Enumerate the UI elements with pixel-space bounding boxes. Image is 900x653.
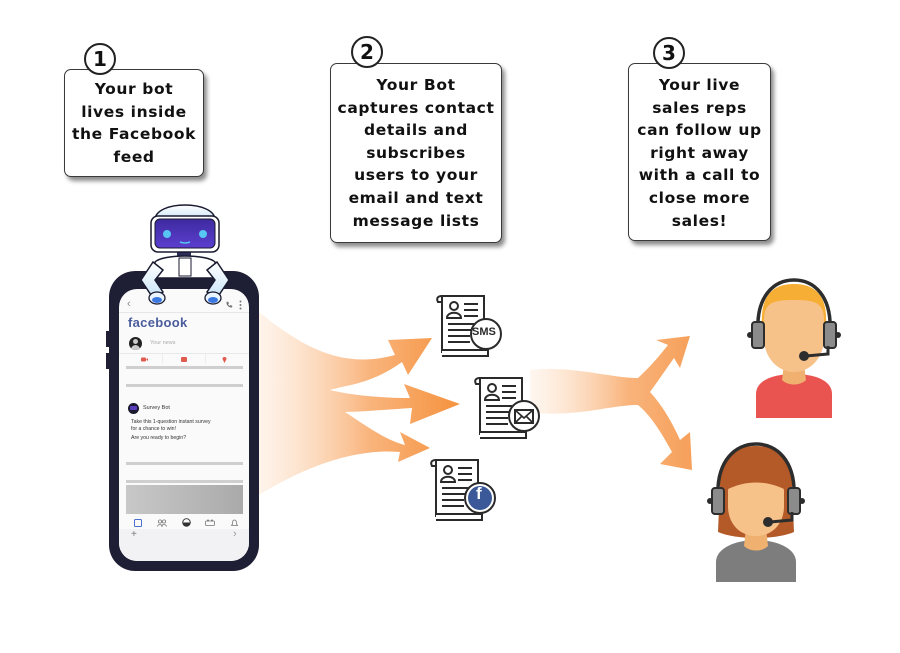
step-3-line: sales! bbox=[671, 211, 728, 230]
step-3-line: Your live bbox=[658, 76, 741, 94]
home-icon[interactable] bbox=[134, 519, 142, 527]
step-2-line: details and bbox=[364, 121, 468, 140]
email-document-icon bbox=[474, 377, 540, 439]
sms-document-icon bbox=[436, 295, 502, 357]
post-message: Take this 1-question instant survey bbox=[131, 419, 211, 425]
step-3-box: Your live sales reps can follow up right… bbox=[628, 63, 771, 241]
step-2-line: Your Bot bbox=[376, 76, 456, 94]
feed-separator bbox=[126, 462, 243, 465]
facebook-badge-label: f bbox=[476, 484, 482, 503]
header-divider bbox=[119, 312, 249, 313]
robot-eye bbox=[199, 230, 207, 238]
step-1-line: Your bot bbox=[94, 80, 174, 98]
input-bar bbox=[119, 529, 249, 561]
step-1-box: Your bot lives inside the Facebook feed bbox=[64, 69, 204, 177]
step-1-line: feed bbox=[113, 147, 155, 166]
composer-divider bbox=[119, 353, 249, 354]
step-3-line: can follow up bbox=[637, 121, 762, 140]
robot-right-arm bbox=[205, 260, 230, 300]
location-icon[interactable] bbox=[222, 356, 227, 363]
robot-left-arm bbox=[140, 260, 165, 300]
profile-icon[interactable] bbox=[182, 518, 191, 527]
step-3-line: close more bbox=[648, 188, 751, 207]
video-icon[interactable] bbox=[141, 357, 148, 362]
arrow-to-reps bbox=[530, 336, 692, 470]
bot-avatar bbox=[128, 403, 139, 414]
avatar bbox=[129, 337, 142, 350]
more-icon[interactable] bbox=[239, 300, 242, 310]
step-2-line: message lists bbox=[352, 211, 480, 230]
feed-separator bbox=[126, 480, 243, 483]
facebook-document-icon bbox=[430, 459, 496, 521]
step-1-number: 1 bbox=[84, 43, 116, 75]
send-icon[interactable]: › bbox=[233, 528, 237, 540]
step-3-number: 3 bbox=[653, 37, 685, 69]
step-1-line: the Facebook bbox=[71, 125, 197, 144]
step-3-line: with a call to bbox=[638, 166, 761, 185]
notifications-icon[interactable] bbox=[231, 519, 238, 527]
post-message: for a chance to win! bbox=[131, 426, 176, 432]
step-2-line: email and text bbox=[348, 188, 484, 207]
status-input[interactable]: Your news bbox=[150, 340, 176, 346]
add-icon[interactable]: + bbox=[131, 529, 137, 540]
phone-icon[interactable] bbox=[225, 301, 233, 309]
step-3-line: sales reps bbox=[652, 98, 747, 117]
feed-separator bbox=[126, 384, 243, 387]
step-3-line: right away bbox=[650, 143, 749, 162]
back-icon[interactable]: ‹ bbox=[127, 298, 131, 310]
post-author[interactable]: Survey Bot bbox=[143, 405, 170, 411]
step-2-line: subscribes bbox=[366, 143, 466, 162]
microphone-icon bbox=[799, 351, 809, 361]
step-2-box: Your Bot captures contact details and su… bbox=[330, 63, 502, 243]
image-placeholder bbox=[126, 485, 243, 514]
step-2-line: captures contact bbox=[337, 98, 495, 117]
step-2-line: users to your bbox=[354, 166, 478, 185]
phone-side-button bbox=[106, 331, 109, 347]
action-divider bbox=[205, 354, 206, 364]
feed-separator bbox=[126, 366, 243, 369]
friends-icon[interactable] bbox=[157, 519, 167, 527]
phone-side-button bbox=[106, 353, 109, 369]
robot-eye bbox=[163, 230, 171, 238]
microphone-icon bbox=[763, 517, 773, 527]
post-question: Are you ready to begin? bbox=[131, 435, 187, 441]
phone-screen: ‹ facebook Your news Survey Bot Take thi… bbox=[119, 289, 249, 561]
groups-icon[interactable] bbox=[205, 519, 215, 526]
action-divider bbox=[162, 354, 163, 364]
photo-icon[interactable] bbox=[181, 357, 187, 362]
bottom-nav bbox=[119, 517, 249, 529]
sales-rep-male bbox=[747, 278, 841, 418]
step-1-line: lives inside bbox=[81, 102, 187, 121]
phone-mockup: ‹ facebook Your news Survey Bot Take thi… bbox=[106, 271, 259, 571]
facebook-logo: facebook bbox=[128, 315, 188, 330]
step-2-number: 2 bbox=[351, 36, 383, 68]
sms-badge-label: SMS bbox=[472, 326, 496, 338]
facebook-icon bbox=[468, 486, 492, 510]
robot-mascot bbox=[140, 204, 230, 305]
arrow-to-sms bbox=[259, 312, 460, 495]
sales-rep-female bbox=[707, 442, 805, 582]
